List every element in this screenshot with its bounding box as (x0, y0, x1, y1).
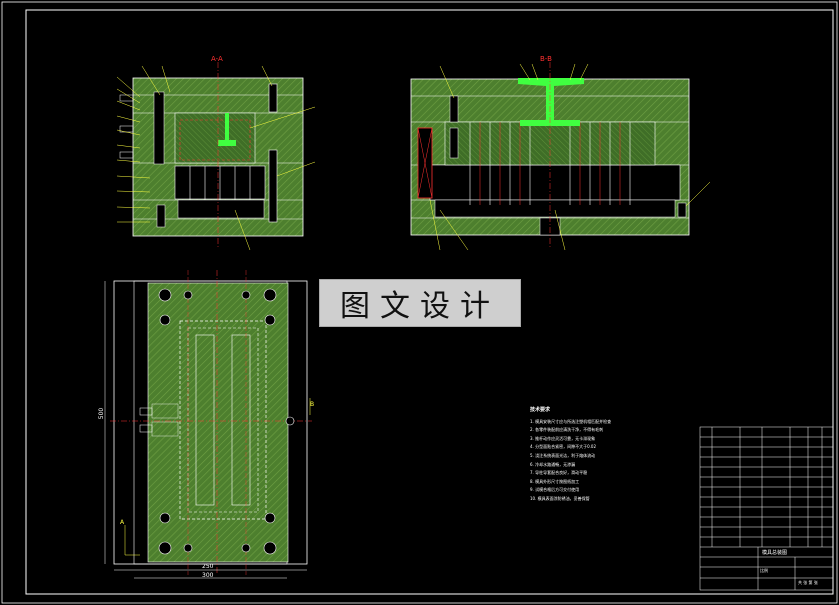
note-line: 1. 模具安装尺寸应与所选注塑机相匹配并检查 (530, 418, 612, 424)
watermark-banner: 图文设计 (319, 279, 521, 327)
section-bb-label: B-B (540, 55, 552, 63)
title-block (699, 426, 834, 591)
height-dimension: 500 (98, 407, 106, 420)
technical-notes: 技术要求 1. 模具安装尺寸应与所选注塑机相匹配并检查 2. 各零件装配前应清洗… (530, 406, 680, 504)
section-view-aa (116, 62, 316, 251)
note-line: 10. 模具表面涂防锈油，妥善保管 (530, 495, 590, 501)
note-line: 4. 分型面贴合紧密，间隙不大于0.02 (530, 444, 596, 450)
plan-view (104, 270, 312, 579)
section-view-bb (410, 62, 711, 251)
sheet-label: 共 张 第 张 (798, 580, 818, 585)
drawing-name: 模具总装图 (762, 550, 788, 556)
technical-notes-heading: 技术要求 (530, 407, 551, 413)
note-line: 2. 各零件装配前应清洗干净，不得有毛刺 (530, 427, 604, 433)
watermark-text: 图文设计 (340, 289, 500, 324)
note-line: 9. 试模合格后方可交付使用 (530, 487, 580, 493)
note-line: 6. 冷却水路通畅，无渗漏 (530, 461, 576, 467)
note-line: 5. 浇注系统表面光洁，利于熔体流动 (530, 452, 596, 458)
note-line: 8. 模具外形尺寸按图纸加工 (530, 478, 580, 484)
cut-b-marker: B (310, 401, 315, 408)
scale-label: 比例 (760, 568, 768, 573)
cut-a-marker: A (120, 519, 125, 526)
inner-border (25, 9, 834, 595)
section-aa-label: A-A (211, 55, 223, 63)
note-line: 3. 推杆动作应灵活可靠，无卡滞现象 (530, 435, 596, 441)
outer-width-dimension: 300 (202, 572, 214, 579)
note-line: 7. 导柱导套配合良好，滑动平稳 (530, 470, 588, 476)
inner-width-dimension: 250 (202, 563, 214, 570)
